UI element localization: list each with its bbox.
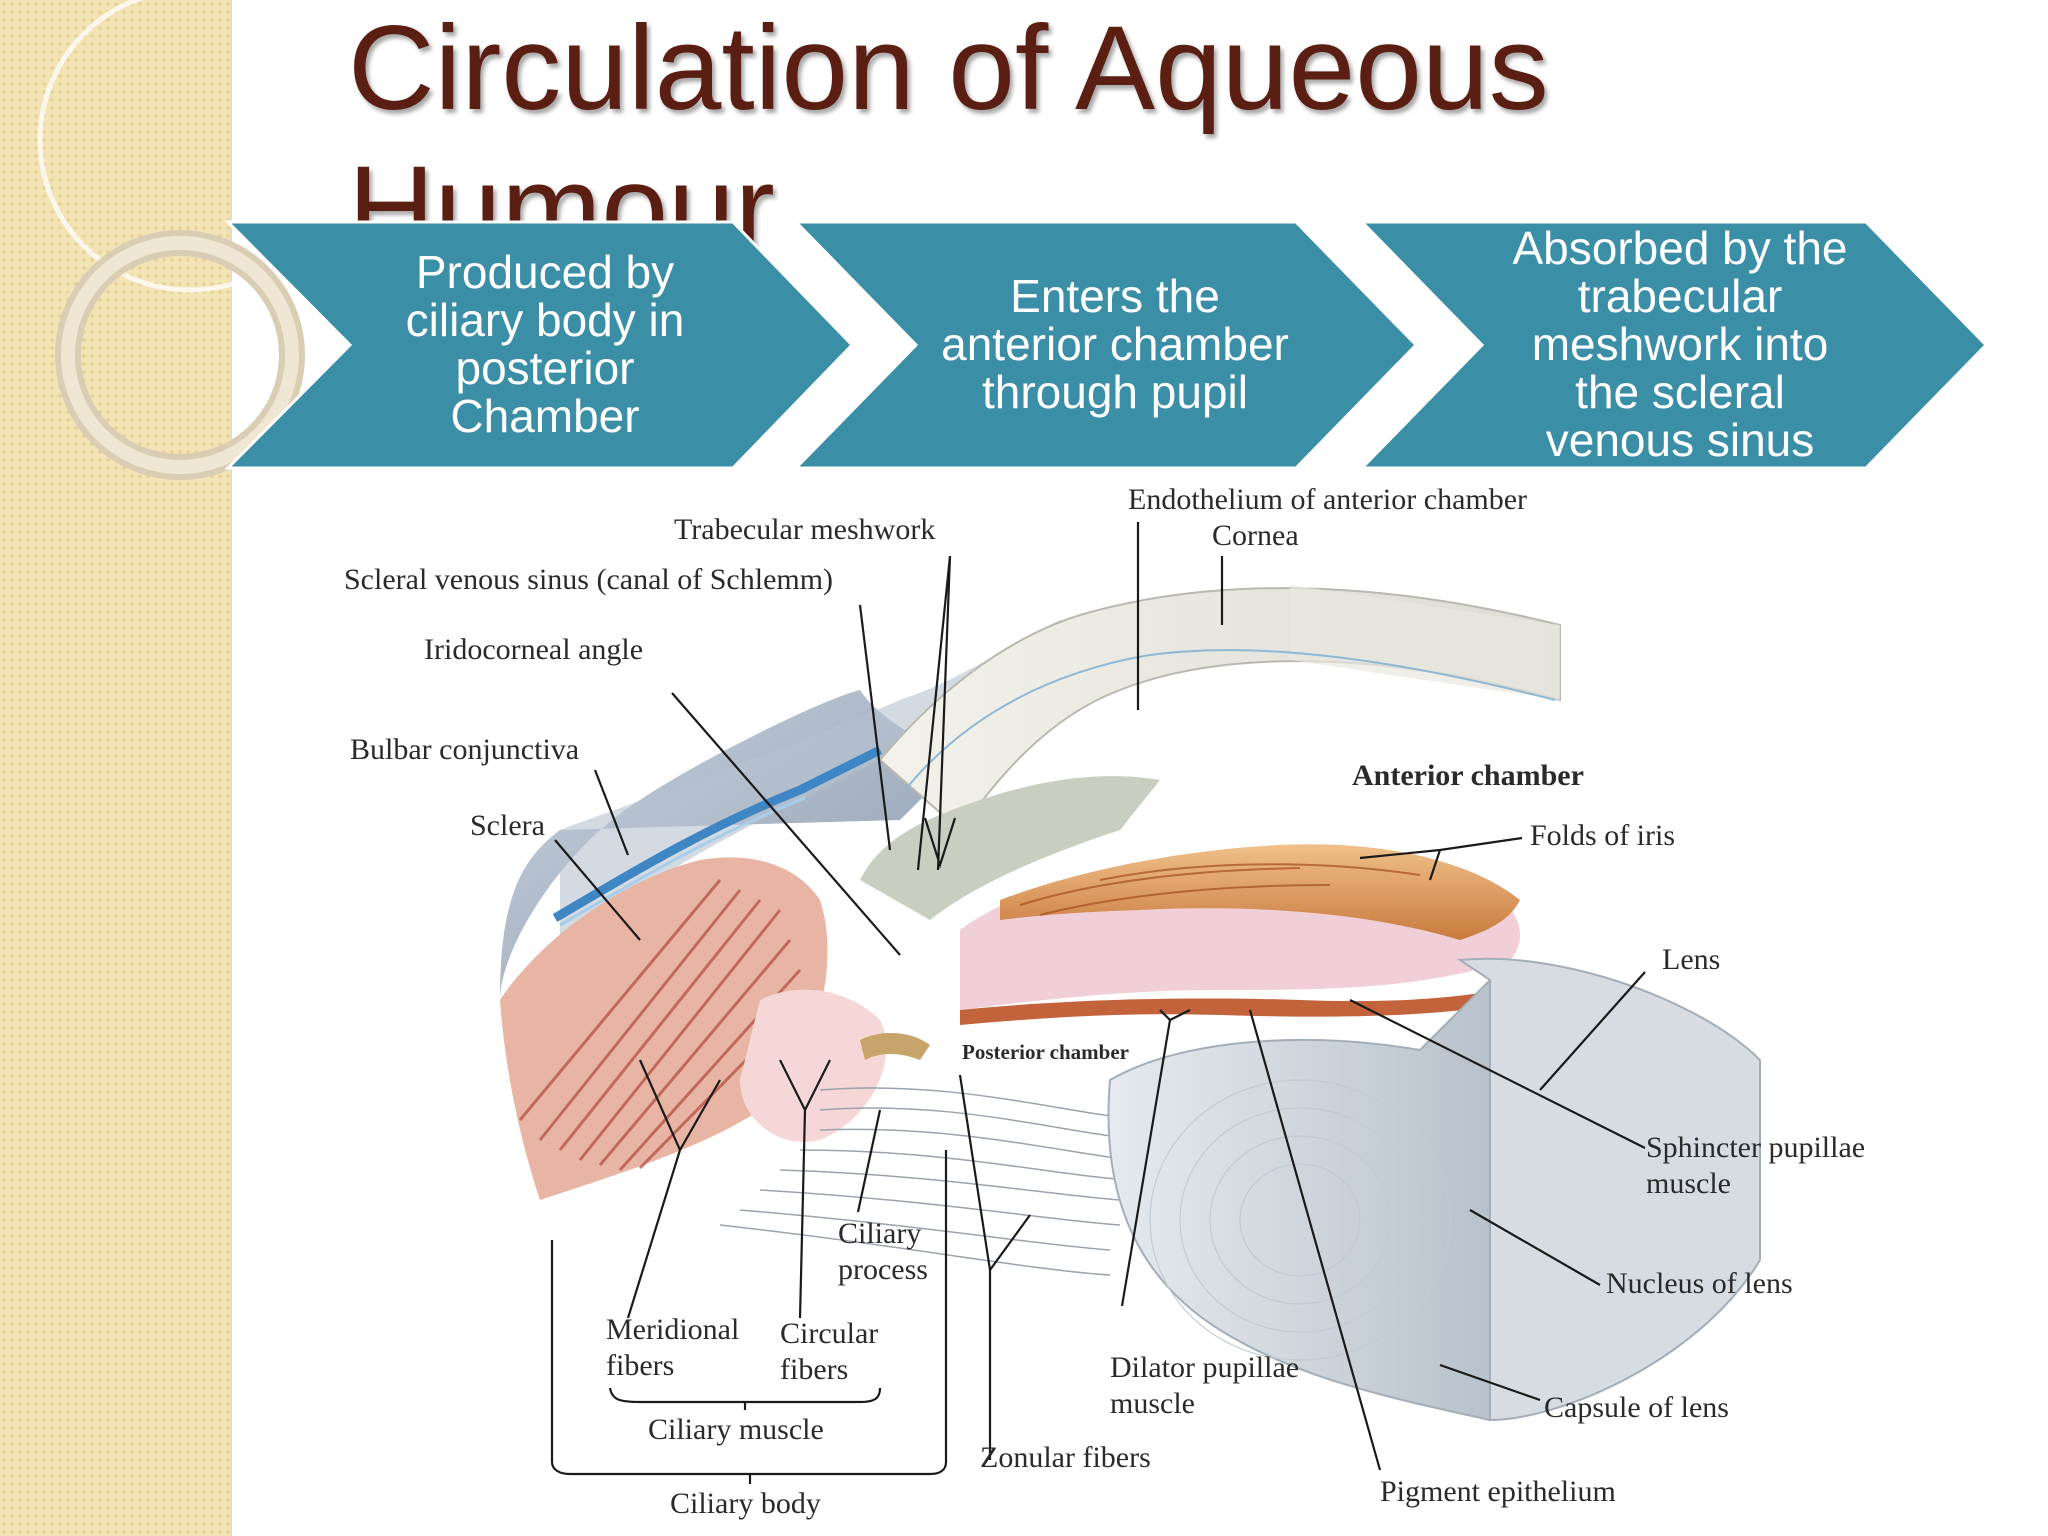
label-nucleus-of-lens: Nucleus of lens <box>1606 1267 1793 1300</box>
label-pigment-epithelium: Pigment epithelium <box>1380 1475 1616 1508</box>
label-ciliary-body: Ciliary body <box>670 1487 821 1520</box>
chevron-step-3 <box>1358 220 1989 470</box>
label-folds-of-iris: Folds of iris <box>1530 819 1676 852</box>
step-2-text: Enters the anterior chamber through pupi… <box>941 270 1289 418</box>
label-scleral-venous-sinus: Scleral venous sinus (canal of Schlemm) <box>344 563 834 596</box>
label-anterior-chamber: Anterior chamber <box>1352 759 1584 792</box>
label-capsule-of-lens: Capsule of lens <box>1544 1391 1729 1424</box>
label-sphincter-1: Sphincter pupillae <box>1646 1131 1866 1164</box>
process-flow <box>224 220 1989 470</box>
label-sclera: Sclera <box>470 809 545 842</box>
chevron-step-1 <box>224 220 855 470</box>
label-trabecular-meshwork: Trabecular meshwork <box>674 513 936 546</box>
label-endothelium: Endothelium of anterior chamber <box>1128 483 1528 516</box>
label-meridional-1: Meridional <box>606 1313 740 1346</box>
label-sphincter-2: muscle <box>1646 1167 1731 1200</box>
label-ciliary-process-1: Ciliary <box>838 1217 922 1250</box>
chevron-step-2 <box>792 220 1419 470</box>
label-dilator-2: muscle <box>1110 1387 1195 1420</box>
label-ciliary-muscle: Ciliary muscle <box>648 1413 824 1446</box>
label-zonular-fibers: Zonular fibers <box>980 1441 1151 1474</box>
label-iridocorneal-angle: Iridocorneal angle <box>424 633 644 666</box>
step-3-text: Absorbed by the trabecular meshwork into… <box>1512 222 1848 466</box>
label-circular-1: Circular <box>780 1317 879 1350</box>
label-lens: Lens <box>1662 943 1721 976</box>
eye-anatomy-illustration <box>500 522 1761 1484</box>
label-bulbar-conjunctiva: Bulbar conjunctiva <box>350 733 580 766</box>
decorative-rings <box>37 0 343 480</box>
step-1-text: Produced by ciliary body in posterior Ch… <box>405 246 685 442</box>
label-meridional-2: fibers <box>606 1349 675 1382</box>
label-ciliary-process-2: process <box>838 1253 928 1286</box>
label-dilator-1: Dilator pupillae <box>1110 1351 1300 1384</box>
label-cornea: Cornea <box>1212 519 1299 552</box>
label-posterior-chamber: Posterior chamber <box>962 1040 1129 1064</box>
label-circular-2: fibers <box>780 1353 849 1386</box>
